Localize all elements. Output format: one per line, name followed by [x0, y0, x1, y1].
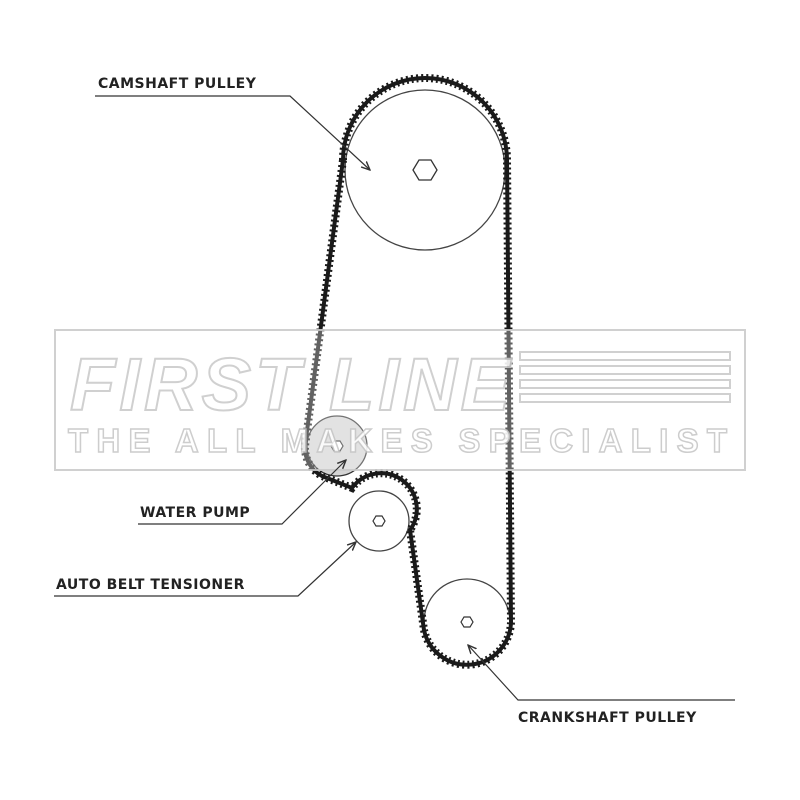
label-camshaft-pulley: CAMSHAFT PULLEY: [98, 76, 257, 92]
water-pump-leader: [138, 460, 346, 525]
timing-belt: [300, 74, 516, 669]
leader-lines: [54, 95, 735, 701]
label-water-pump: WATER PUMP: [140, 505, 250, 521]
hex-nut-icon: [412, 159, 438, 181]
label-auto-belt-tensioner: AUTO BELT TENSIONER: [56, 577, 245, 593]
tensioner-leader: [54, 542, 356, 597]
water-pump: [306, 415, 368, 477]
watermark-tagline: THE ALL MAKES SPECIALIST: [68, 422, 730, 459]
auto-belt-tensioner: [348, 490, 410, 552]
watermark-brand: FIRST LINE: [70, 343, 513, 426]
camshaft-pulley: [344, 89, 506, 251]
camshaft-leader: [95, 95, 370, 170]
label-crankshaft-pulley: CRANKSHAFT PULLEY: [518, 710, 697, 726]
crankshaft-leader: [468, 645, 735, 701]
watermark: FIRST LINE THE ALL MAKES SPECIALIST: [54, 329, 746, 471]
